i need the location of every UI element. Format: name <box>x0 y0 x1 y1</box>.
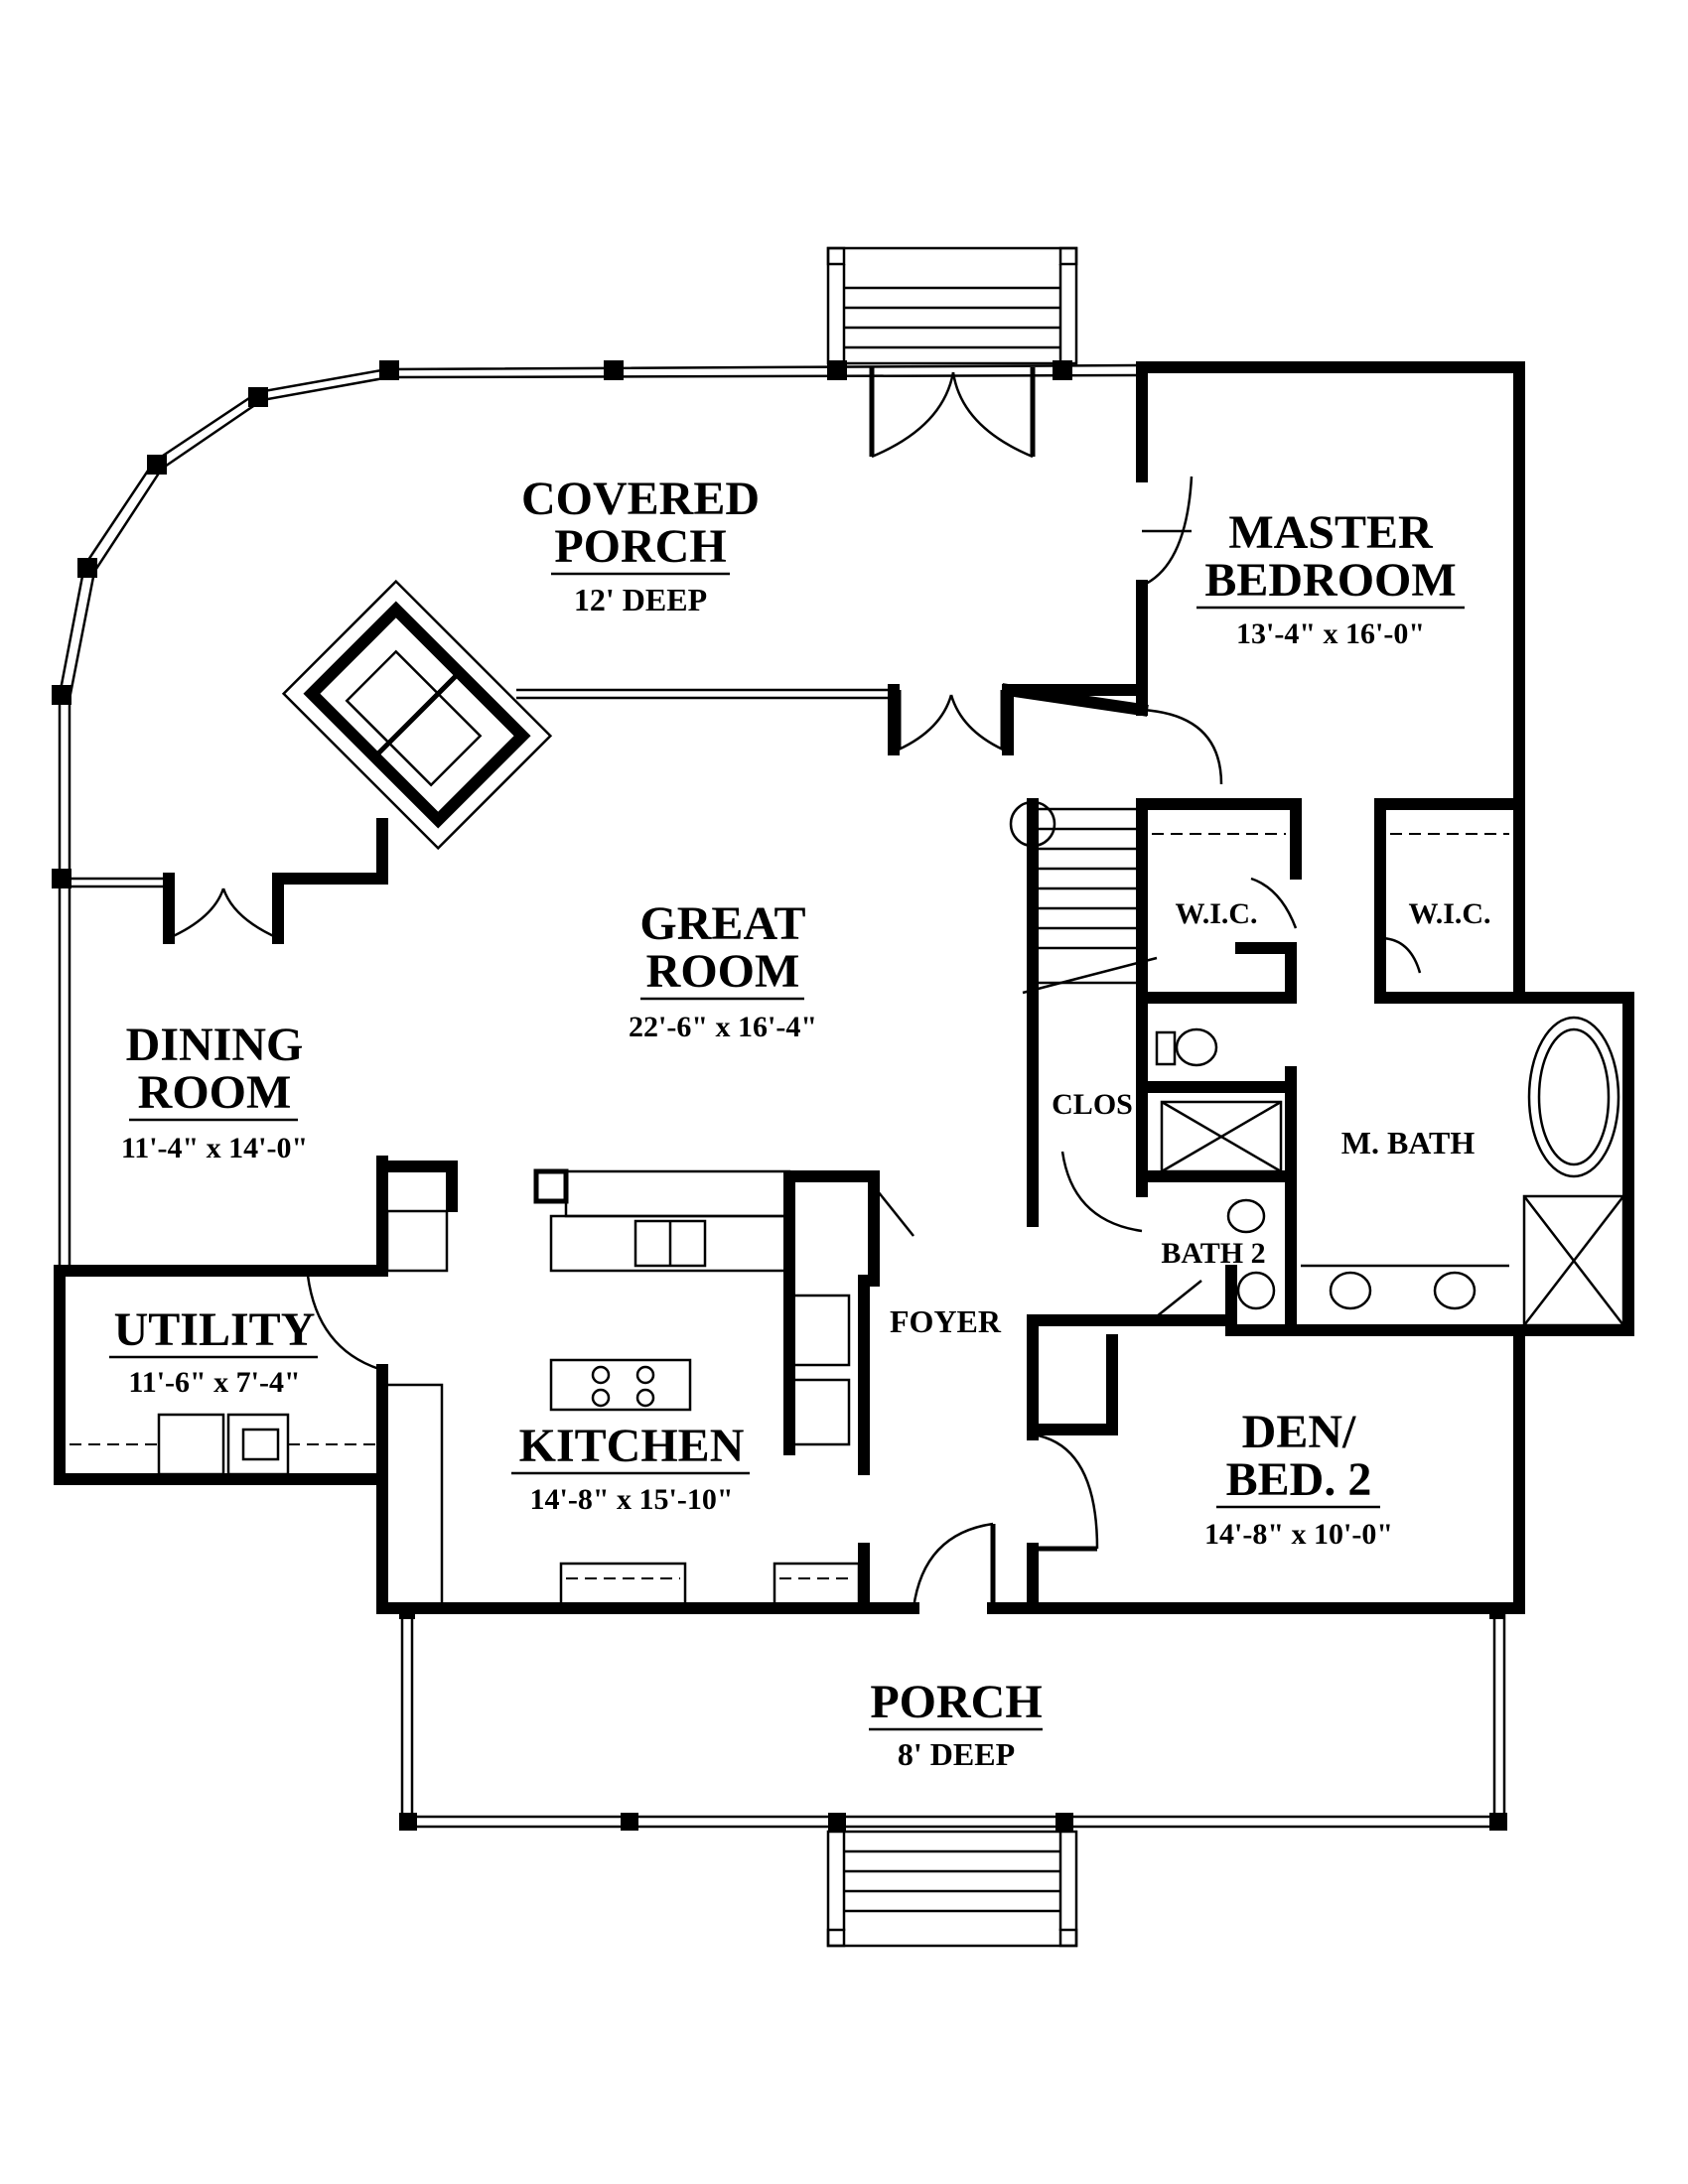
kitchen-dim: 14'-8" x 15'-10" <box>530 1483 734 1516</box>
great-room-name-1: GREAT <box>639 897 805 950</box>
utility-fixtures <box>70 1413 377 1476</box>
foyer-label: FOYER <box>890 1303 1002 1339</box>
covered-porch-name-1: COVERED <box>521 473 760 525</box>
master-bedroom-dim: 13'-4" x 16'-0" <box>1236 617 1425 650</box>
dining-room-name-1: DINING <box>126 1019 304 1071</box>
kitchen-name: KITCHEN <box>519 1420 745 1472</box>
master-bath-label: M. BATH <box>1341 1125 1476 1160</box>
kitchen-fixtures <box>380 1168 861 1610</box>
dining-room-name-2: ROOM <box>138 1066 292 1119</box>
master-bedroom-name-2: BEDROOM <box>1204 554 1456 607</box>
porch-name: PORCH <box>870 1676 1042 1728</box>
front-steps <box>826 1830 1078 1948</box>
rear-steps <box>826 246 1078 365</box>
bath2-label: BATH 2 <box>1161 1237 1265 1270</box>
doors <box>166 476 1422 1609</box>
great-room-dim: 22'-6" x 16'-4" <box>629 1011 817 1043</box>
dining-room-dim: 11'-4" x 14'-0" <box>121 1132 308 1164</box>
great-room-name-2: ROOM <box>646 945 800 998</box>
closet-label: CLOS <box>1052 1088 1133 1121</box>
bath-fixtures <box>1152 833 1625 1327</box>
master-bedroom-name-1: MASTER <box>1228 506 1434 559</box>
room-labels: COVERED PORCH 12' DEEP MASTER BEDROOM 13… <box>109 473 1491 1772</box>
covered-porch-name-2: PORCH <box>554 520 726 573</box>
covered-porch-dim: 12' DEEP <box>574 582 707 617</box>
stair <box>1009 800 1158 995</box>
fireplace <box>281 579 553 851</box>
wic-right-label: W.I.C. <box>1408 897 1490 930</box>
wic-left-label: W.I.C. <box>1175 897 1257 930</box>
den-dim: 14'-8" x 10'-0" <box>1204 1518 1393 1551</box>
front-porch <box>399 1603 1507 1831</box>
den-name-1: DEN/ <box>1242 1406 1356 1458</box>
covered-porch-railing <box>52 360 1143 888</box>
utility-name: UTILITY <box>114 1303 316 1356</box>
utility-dim: 11'-6" x 7'-4" <box>128 1366 300 1399</box>
rear-porch-door <box>869 367 1036 459</box>
porch-dim: 8' DEEP <box>898 1736 1015 1772</box>
den-name-2: BED. 2 <box>1226 1453 1372 1506</box>
